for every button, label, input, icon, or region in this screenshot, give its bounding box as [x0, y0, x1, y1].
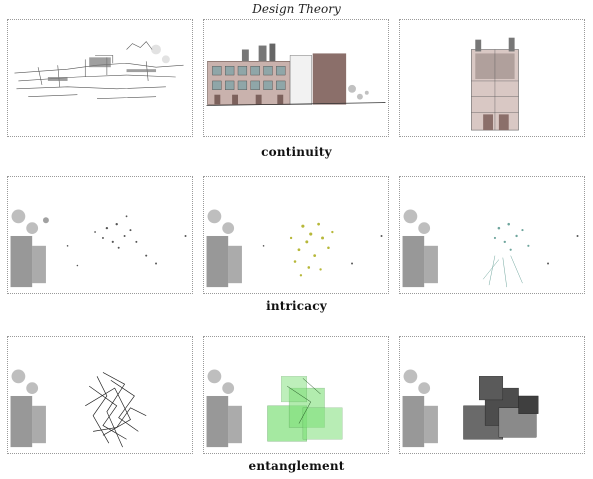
panel-continuity-3 [399, 19, 585, 137]
panel-intricacy-1 [7, 176, 193, 294]
panel-continuity-1 [7, 19, 193, 137]
sketch-tangled-lines [10, 369, 147, 448]
panel-entanglement-3 [399, 336, 585, 454]
sketch-tower-elevation [471, 37, 519, 131]
panel-intricacy-2 [203, 176, 389, 294]
sketch-green-volumes [206, 369, 343, 448]
panel-entanglement-1 [7, 336, 193, 454]
panel-continuity-2 [203, 19, 389, 137]
sketch-building-facade [206, 43, 386, 106]
sketch-street-outline [14, 41, 184, 99]
page-title: Design Theory [252, 2, 341, 16]
caption-intricacy: intricacy [266, 299, 327, 313]
caption-entanglement: entanglement [248, 459, 345, 473]
sketch-gray-volumes [402, 369, 539, 448]
sketch-point-cloud-teal [402, 209, 579, 288]
caption-continuity: continuity [261, 145, 332, 159]
sketch-point-cloud-yellow [206, 209, 383, 288]
sketch-point-cloud [10, 209, 187, 288]
panel-intricacy-3 [399, 176, 585, 294]
panel-entanglement-2 [203, 336, 389, 454]
